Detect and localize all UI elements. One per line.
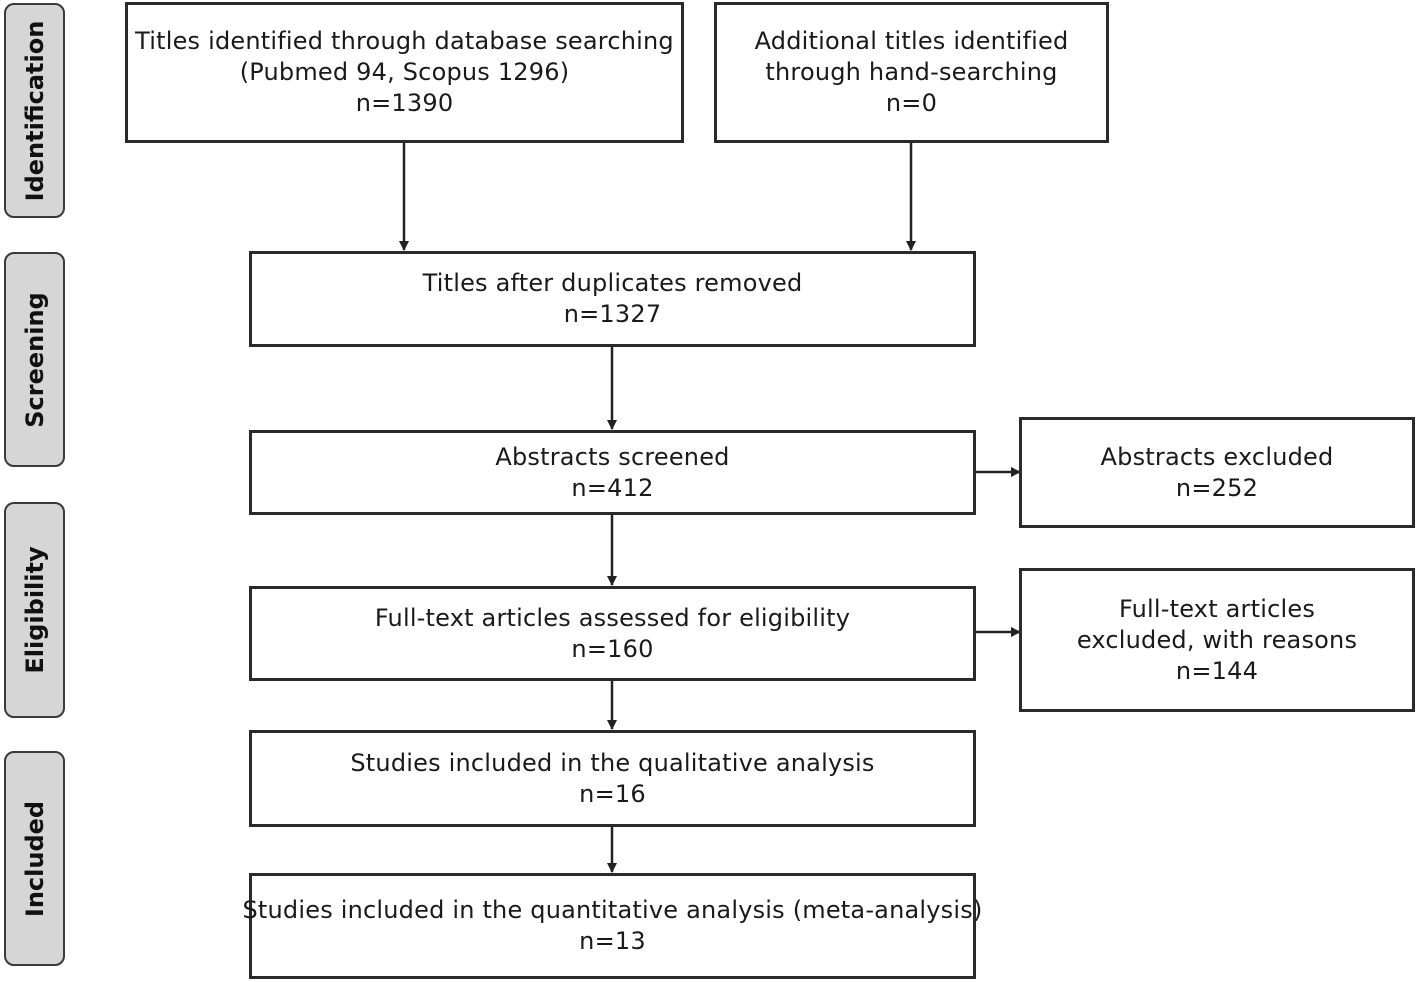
- quantitative-count: n=13: [579, 927, 646, 955]
- abstracts-excluded-line1: Abstracts excluded: [1100, 442, 1334, 471]
- box-abstracts-excluded: Abstracts excluded n=252: [1019, 417, 1415, 528]
- database-line2: (Pubmed 94, Scopus 1296): [239, 58, 570, 86]
- hand-count: n=0: [885, 89, 938, 117]
- box-fulltext-assessed: Full-text articles assessed for eligibil…: [249, 586, 976, 681]
- qualitative-count: n=16: [579, 779, 646, 808]
- phase-screening: Screening: [4, 252, 65, 467]
- phase-included: Included: [4, 751, 65, 966]
- box-database-search: Titles identified through database searc…: [125, 2, 684, 143]
- fulltext-assessed-count: n=160: [571, 634, 654, 663]
- fulltext-excluded-count: n=144: [1175, 656, 1259, 685]
- phase-identification: Identification: [4, 3, 65, 218]
- abstracts-screened-count: n=412: [571, 473, 654, 502]
- hand-line2: through hand-searching: [765, 58, 1058, 86]
- database-count: n=1390: [355, 89, 454, 117]
- hand-line1: Additional titles identified: [754, 27, 1069, 55]
- phase-eligibility: Eligibility: [4, 502, 65, 718]
- fulltext-excluded-line1: Full-text articles: [1118, 594, 1316, 623]
- box-abstracts-screened: Abstracts screened n=412: [249, 430, 976, 515]
- duplicates-line1: Titles after duplicates removed: [422, 269, 803, 297]
- abstracts-excluded-count: n=252: [1175, 473, 1259, 502]
- box-hand-search: Additional titles identified through han…: [714, 2, 1109, 143]
- box-qualitative-analysis: Studies included in the qualitative anal…: [249, 730, 976, 827]
- box-duplicates-removed: Titles after duplicates removed n=1327: [249, 251, 976, 347]
- fulltext-excluded-line2: excluded, with reasons: [1076, 625, 1358, 654]
- qualitative-line1: Studies included in the qualitative anal…: [350, 748, 875, 777]
- quantitative-line1: Studies included in the quantitative ana…: [242, 896, 983, 924]
- database-line1: Titles identified through database searc…: [135, 27, 674, 55]
- box-fulltext-excluded: Full-text articles excluded, with reason…: [1019, 568, 1415, 712]
- duplicates-count: n=1327: [563, 300, 662, 328]
- fulltext-assessed-line1: Full-text articles assessed for eligibil…: [374, 603, 851, 632]
- abstracts-screened-line1: Abstracts screened: [495, 442, 730, 471]
- box-quantitative-analysis: Studies included in the quantitative ana…: [242, 873, 982, 979]
